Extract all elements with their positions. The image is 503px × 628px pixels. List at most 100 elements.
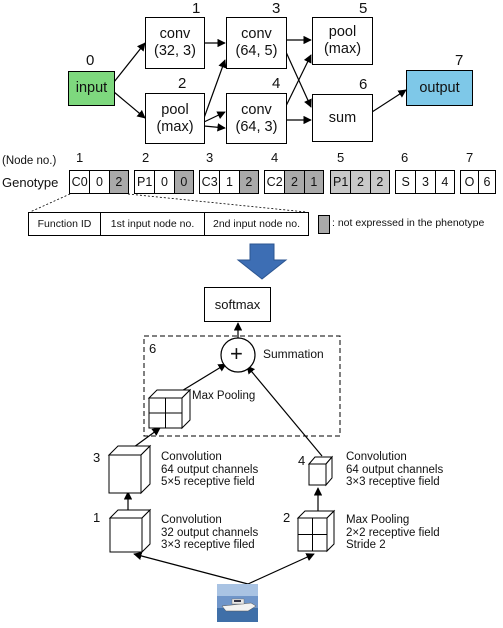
genotype-gene: P1 <box>333 175 349 189</box>
node-pool2-id: 2 <box>178 75 187 92</box>
edge-input-conv1 <box>113 42 146 83</box>
block1-field: 3×3 receptive filed <box>161 539 255 551</box>
genotype-legend: Function ID 1st input node no. 2nd input… <box>28 212 309 236</box>
genotype-gene: P1 <box>137 175 153 189</box>
block2-field: 2×2 receptive field <box>346 526 440 539</box>
node-pool2-param: (max) <box>156 118 194 135</box>
legend-first-input: 1st input node no. <box>101 213 205 235</box>
cube-pool2 <box>296 509 336 553</box>
node-conv1-op: conv <box>159 26 191 42</box>
genotype-gene: 2 <box>284 171 304 193</box>
block1-channels: 32 output channels <box>161 526 259 539</box>
summation-label: Summation <box>263 347 324 361</box>
node-input-id: 0 <box>86 52 95 69</box>
genotype-gene: C2 <box>266 175 283 189</box>
cube-conv1 <box>108 508 152 554</box>
genotype-node-no: 7 <box>466 150 474 165</box>
block2-id: 2 <box>283 510 291 525</box>
node-pool2: pool (max) <box>145 93 205 144</box>
node-conv4: conv (64, 3) <box>226 93 287 144</box>
node-conv3: conv (64, 5) <box>226 17 287 69</box>
cube-conv4 <box>307 455 334 487</box>
edge-input-pool2 <box>113 91 146 119</box>
block2-desc: Max Pooling 2×2 receptive field Stride 2 <box>346 514 440 552</box>
node-conv3-op: conv <box>241 26 272 42</box>
block4-type: Convolution <box>346 451 407 463</box>
node-conv4-param: (64, 3) <box>235 118 278 135</box>
edge-conv3-sum <box>285 51 312 108</box>
transform-arrow-icon <box>236 243 288 280</box>
genotype-gene: 1 <box>219 171 238 193</box>
genotype-gene: 2 <box>238 171 258 193</box>
node-conv4-id: 4 <box>272 75 281 92</box>
node-pool5-op: pool <box>328 24 357 40</box>
edge-maxpool-sum <box>179 363 227 393</box>
summation-id: 6 <box>149 341 157 356</box>
node-pool2-op: pool <box>161 101 189 118</box>
input-image <box>217 584 258 622</box>
block1-desc: Convolution 32 output channels 3×3 recep… <box>161 514 258 552</box>
node-pool5-id: 5 <box>359 0 368 17</box>
genotype-gene: 6 <box>478 171 495 193</box>
block4-desc: Convolution 64 output channels 3×3 recep… <box>346 451 443 489</box>
cube-maxpool <box>147 388 192 430</box>
block4-field: 3×3 receptive field <box>346 476 440 488</box>
genotype-node-no: 4 <box>271 150 279 165</box>
genotype-node-no: 3 <box>206 150 214 165</box>
node-input: input <box>68 71 115 106</box>
legend-gray-swatch <box>318 215 330 234</box>
genotype-gene: 0 <box>154 171 173 193</box>
block4-channels: 64 output channels <box>346 463 444 476</box>
maxpool-label: Max Pooling <box>192 390 256 402</box>
cube-conv3 <box>107 444 152 495</box>
node-input-label: input <box>75 80 108 96</box>
block3-id: 3 <box>93 450 101 465</box>
genotype-gene: 0 <box>173 171 193 193</box>
node-conv4-op: conv <box>241 101 272 118</box>
genotype-gene: 0 <box>89 171 108 193</box>
node-conv3-param: (64, 5) <box>235 43 278 59</box>
softmax-layer: softmax <box>204 287 271 322</box>
legend-callout <box>29 193 307 213</box>
genotype-node-no: 5 <box>337 150 345 165</box>
edge-conv3-maxpool <box>133 427 161 448</box>
legend-not-expressed: : not expressed in the phenotype <box>332 217 485 229</box>
node-sum6: sum <box>312 94 373 142</box>
node-sum6-id: 6 <box>359 76 368 93</box>
edge-pool2-conv3 <box>203 59 227 119</box>
edge-image-conv1 <box>133 551 249 585</box>
graph-edges <box>113 35 407 132</box>
block3-channels: 64 output channels <box>161 463 259 476</box>
block1-type: Convolution <box>161 514 222 526</box>
node-conv1-id: 1 <box>192 0 201 17</box>
genotype-node-no: 1 <box>76 150 84 165</box>
genotype-gene: 2 <box>350 171 369 193</box>
genotype-gene: 3 <box>415 171 434 193</box>
block3-type: Convolution <box>161 451 222 463</box>
node-no-label: (Node no.) <box>2 155 57 167</box>
block4-id: 4 <box>298 453 306 468</box>
summation-circle <box>220 337 256 373</box>
node-pool5-param: (max) <box>323 41 362 57</box>
legend-function-id: Function ID <box>29 213 101 235</box>
node-sum6-label: sum <box>328 109 357 126</box>
genotype-gene: 4 <box>434 171 454 193</box>
node-output: output <box>406 70 473 106</box>
genotype-label: Genotype <box>2 175 59 190</box>
node-conv1: conv (32, 3) <box>145 17 205 69</box>
node-conv1-param: (32, 3) <box>154 43 196 59</box>
summation-symbol: + <box>230 341 243 366</box>
genotype-gene: C3 <box>201 175 218 189</box>
edge-conv4-sum <box>246 365 323 457</box>
summation-region <box>143 335 341 437</box>
block2-stride: Stride 2 <box>346 539 386 551</box>
node-pool5: pool (max) <box>312 17 373 65</box>
genotype-gene: O <box>464 175 475 189</box>
genotype-gene: C0 <box>71 175 88 189</box>
